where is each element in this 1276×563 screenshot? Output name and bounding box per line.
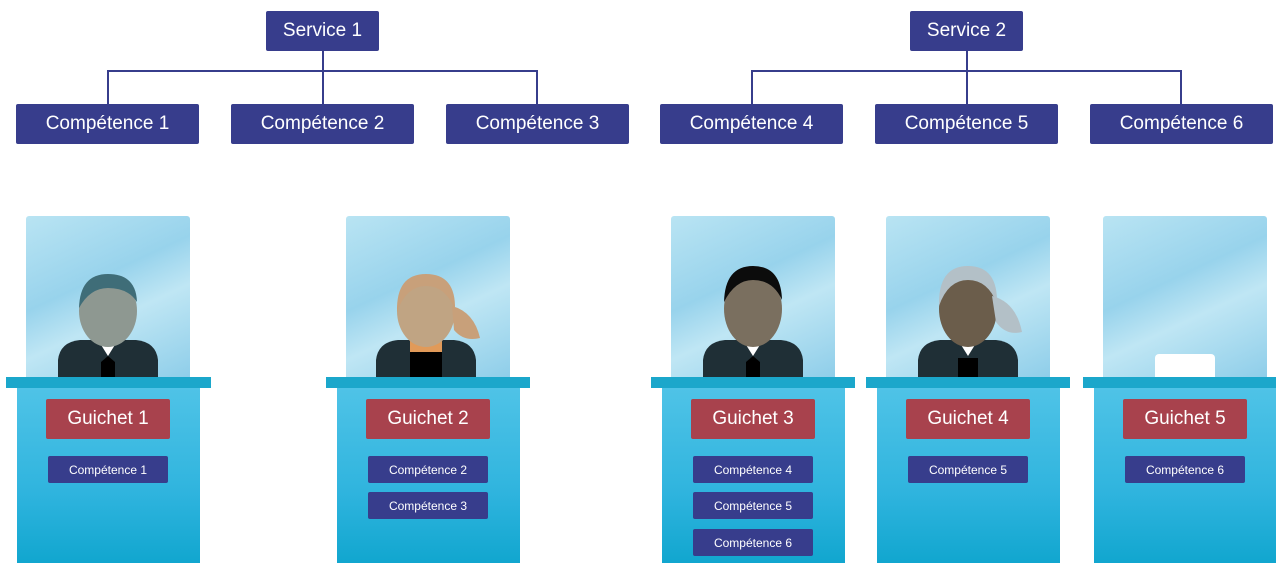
agent-3-avatar	[703, 266, 803, 380]
service-2-drop-2	[966, 70, 968, 104]
agent-2-avatar	[376, 274, 480, 380]
guichet-1-label: Guichet 1	[46, 399, 170, 439]
guichet-5-label: Guichet 5	[1123, 399, 1247, 439]
competence-2-box: Compétence 2	[231, 104, 414, 144]
booth-5-counter-top	[1083, 377, 1276, 388]
guichet-3-competence-3: Compétence 6	[693, 529, 813, 556]
guichet-1-competence-1: Compétence 1	[48, 456, 168, 483]
guichet-2-competence-1: Compétence 2	[368, 456, 488, 483]
booth-2: Guichet 2 Compétence 2 Compétence 3	[326, 216, 530, 563]
agent-4-avatar	[918, 266, 1022, 380]
service-1-drop-2	[322, 70, 324, 104]
service-2-stem	[966, 51, 968, 71]
booth-5-glass	[1103, 216, 1267, 380]
booth-4: Guichet 4 Compétence 5	[866, 216, 1070, 563]
booth-4-counter-top	[866, 377, 1070, 388]
service-2-box: Service 2	[910, 11, 1023, 51]
guichet-3-competence-2: Compétence 5	[693, 492, 813, 519]
booth-5-closed-sign	[1155, 354, 1215, 377]
booth-3: Guichet 3 Compétence 4 Compétence 5 Comp…	[651, 216, 855, 563]
guichet-4-label: Guichet 4	[906, 399, 1030, 439]
guichet-4-competence-1: Compétence 5	[908, 456, 1028, 483]
competence-3-box: Compétence 3	[446, 104, 629, 144]
service-2-drop-1	[751, 70, 753, 104]
service-1-drop-1	[107, 70, 109, 104]
service-1-drop-3	[536, 70, 538, 104]
guichet-5-competence-1: Compétence 6	[1125, 456, 1245, 483]
competence-1-box: Compétence 1	[16, 104, 199, 144]
service-1-box: Service 1	[266, 11, 379, 51]
booth-3-counter-top	[651, 377, 855, 388]
competence-4-box: Compétence 4	[660, 104, 843, 144]
guichet-3-competence-1: Compétence 4	[693, 456, 813, 483]
booth-5: Guichet 5 Compétence 6	[1083, 216, 1276, 563]
service-1-stem	[322, 51, 324, 71]
guichet-2-label: Guichet 2	[366, 399, 490, 439]
booth-1: Guichet 1 Compétence 1	[6, 216, 211, 563]
agent-1-avatar	[58, 274, 158, 380]
service-2-drop-3	[1180, 70, 1182, 104]
booth-2-counter-top	[326, 377, 530, 388]
guichet-2-competence-2: Compétence 3	[368, 492, 488, 519]
guichet-3-label: Guichet 3	[691, 399, 815, 439]
competence-5-box: Compétence 5	[875, 104, 1058, 144]
booth-1-counter-top	[6, 377, 211, 388]
competence-6-box: Compétence 6	[1090, 104, 1273, 144]
